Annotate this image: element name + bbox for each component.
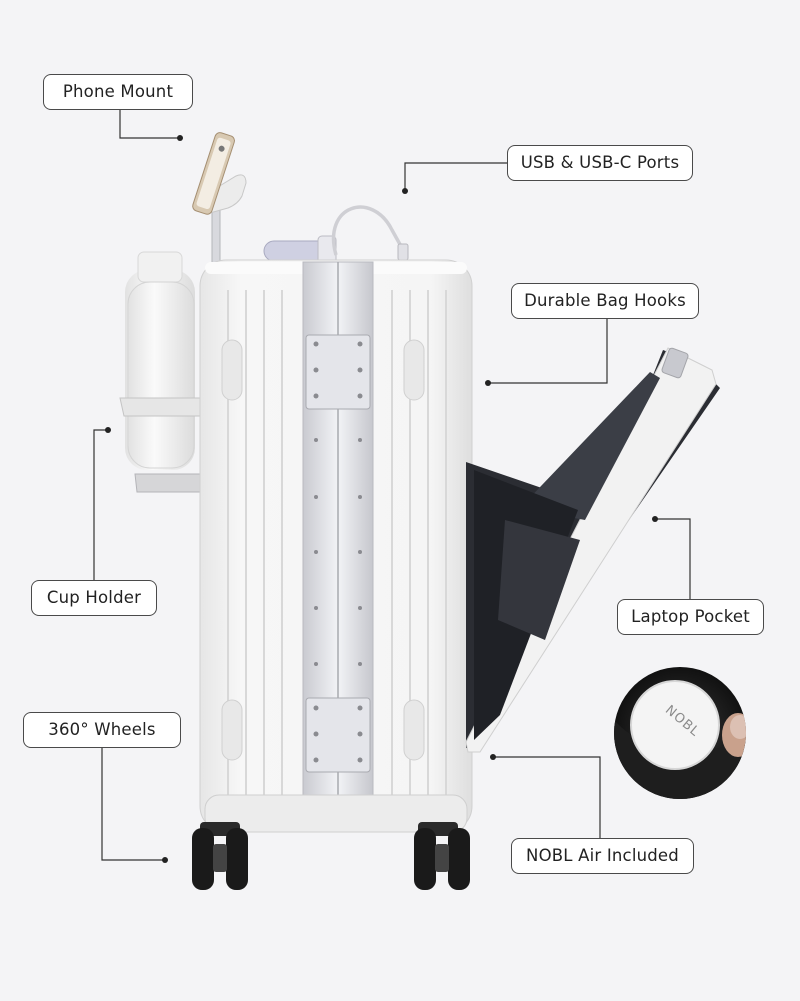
laptop-pocket bbox=[465, 347, 720, 753]
usb-cable bbox=[331, 205, 409, 261]
leader-line-bag-hooks bbox=[488, 319, 608, 384]
airtag-tracker-icon bbox=[630, 680, 720, 770]
leader-dots bbox=[105, 135, 658, 863]
callout-phone-mount: Phone Mount bbox=[43, 74, 193, 110]
leader-line-nobl bbox=[493, 756, 601, 838]
leader-line-phone-mount bbox=[119, 110, 180, 139]
cup-holder bbox=[119, 251, 207, 493]
callout-wheels: 360° Wheels bbox=[23, 712, 181, 748]
callout-laptop-pocket: Laptop Pocket bbox=[617, 599, 764, 635]
callout-nobl-air: NOBL Air Included bbox=[511, 838, 694, 874]
wheels bbox=[192, 822, 470, 890]
callout-cup-holder: Cup Holder bbox=[31, 580, 157, 616]
water-bottle-icon bbox=[127, 281, 195, 469]
callout-bag-hooks: Durable Bag Hooks bbox=[511, 283, 699, 319]
smartphone-icon bbox=[192, 132, 235, 215]
callout-usb-ports: USB & USB-C Ports bbox=[507, 145, 693, 181]
leader-line-laptop-pocket bbox=[655, 518, 691, 599]
phone-mount bbox=[192, 132, 247, 265]
nobl-air-badge: NOBL bbox=[614, 667, 746, 799]
suitcase-body bbox=[199, 259, 473, 833]
leader-line-cup-holder bbox=[93, 429, 108, 580]
leader-line-wheels bbox=[101, 748, 165, 861]
